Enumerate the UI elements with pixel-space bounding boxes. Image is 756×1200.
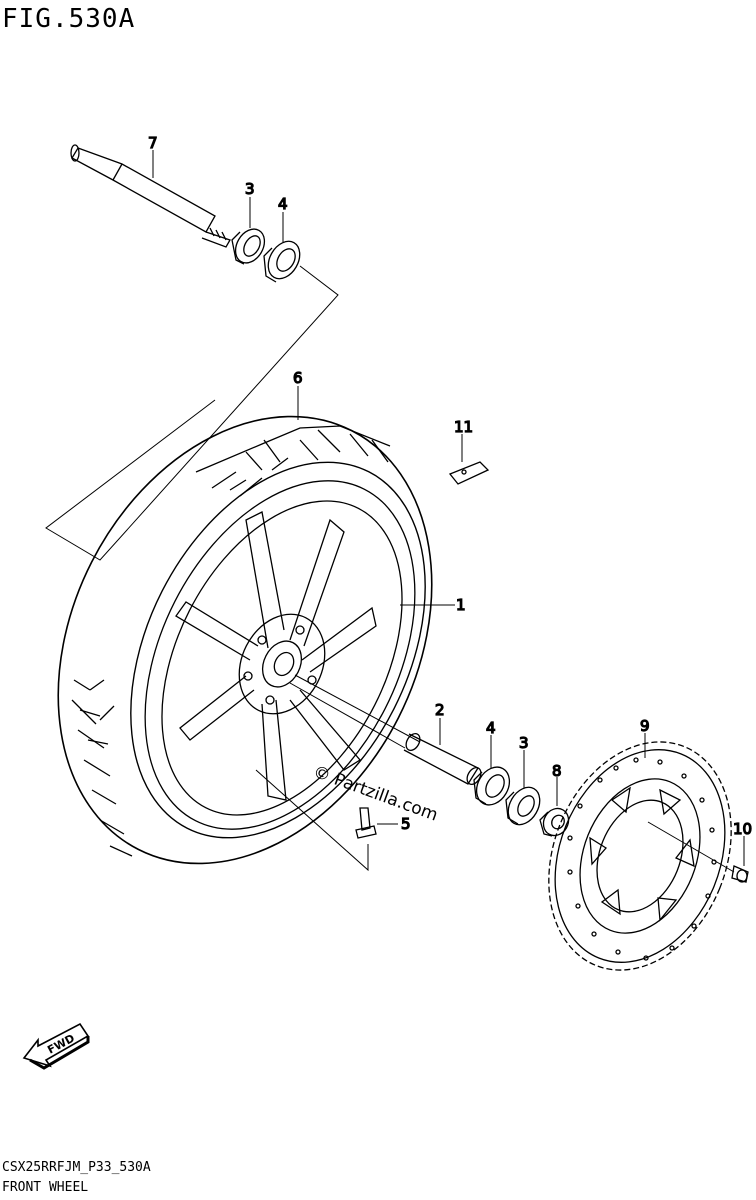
callout-1: 1 <box>456 596 466 614</box>
axle-part[interactable] <box>70 144 231 248</box>
callout-6: 6 <box>293 369 303 387</box>
callout-3-lower: 3 <box>519 734 529 752</box>
callout-5: 5 <box>401 815 411 833</box>
callout-10: 10 <box>733 820 752 838</box>
callout-11: 11 <box>454 418 473 436</box>
bearing-upper-part[interactable] <box>262 236 306 285</box>
callout-2: 2 <box>435 701 445 719</box>
tire-part[interactable] <box>0 353 505 928</box>
disc-bolt-part[interactable] <box>731 865 749 883</box>
callout-3-upper: 3 <box>245 180 255 198</box>
callout-7: 7 <box>148 134 158 152</box>
collar-part[interactable] <box>539 804 574 840</box>
oil-seal-lower-part[interactable] <box>502 782 546 831</box>
air-valve-part[interactable] <box>355 807 377 839</box>
footer-name: FRONT WHEEL <box>2 1180 89 1195</box>
footer-code: CSX25RRFJM_P33_530A <box>2 1160 151 1175</box>
balance-weight-part[interactable] <box>448 461 490 485</box>
figure-title: FIG.530A <box>2 4 136 34</box>
oil-seal-upper-part[interactable] <box>230 224 271 268</box>
callout-9: 9 <box>640 717 650 735</box>
bearing-lower-part[interactable] <box>470 761 516 811</box>
leader-lines <box>152 150 745 873</box>
upper-group-leader <box>45 265 339 561</box>
wheel-rim-part[interactable] <box>90 436 469 875</box>
callout-8: 8 <box>552 762 562 780</box>
fwd-arrow-icon: FWD <box>22 1022 90 1070</box>
callout-4-upper: 4 <box>278 195 288 213</box>
callout-4-lower: 4 <box>486 719 496 737</box>
brake-disc-part[interactable] <box>516 714 756 997</box>
